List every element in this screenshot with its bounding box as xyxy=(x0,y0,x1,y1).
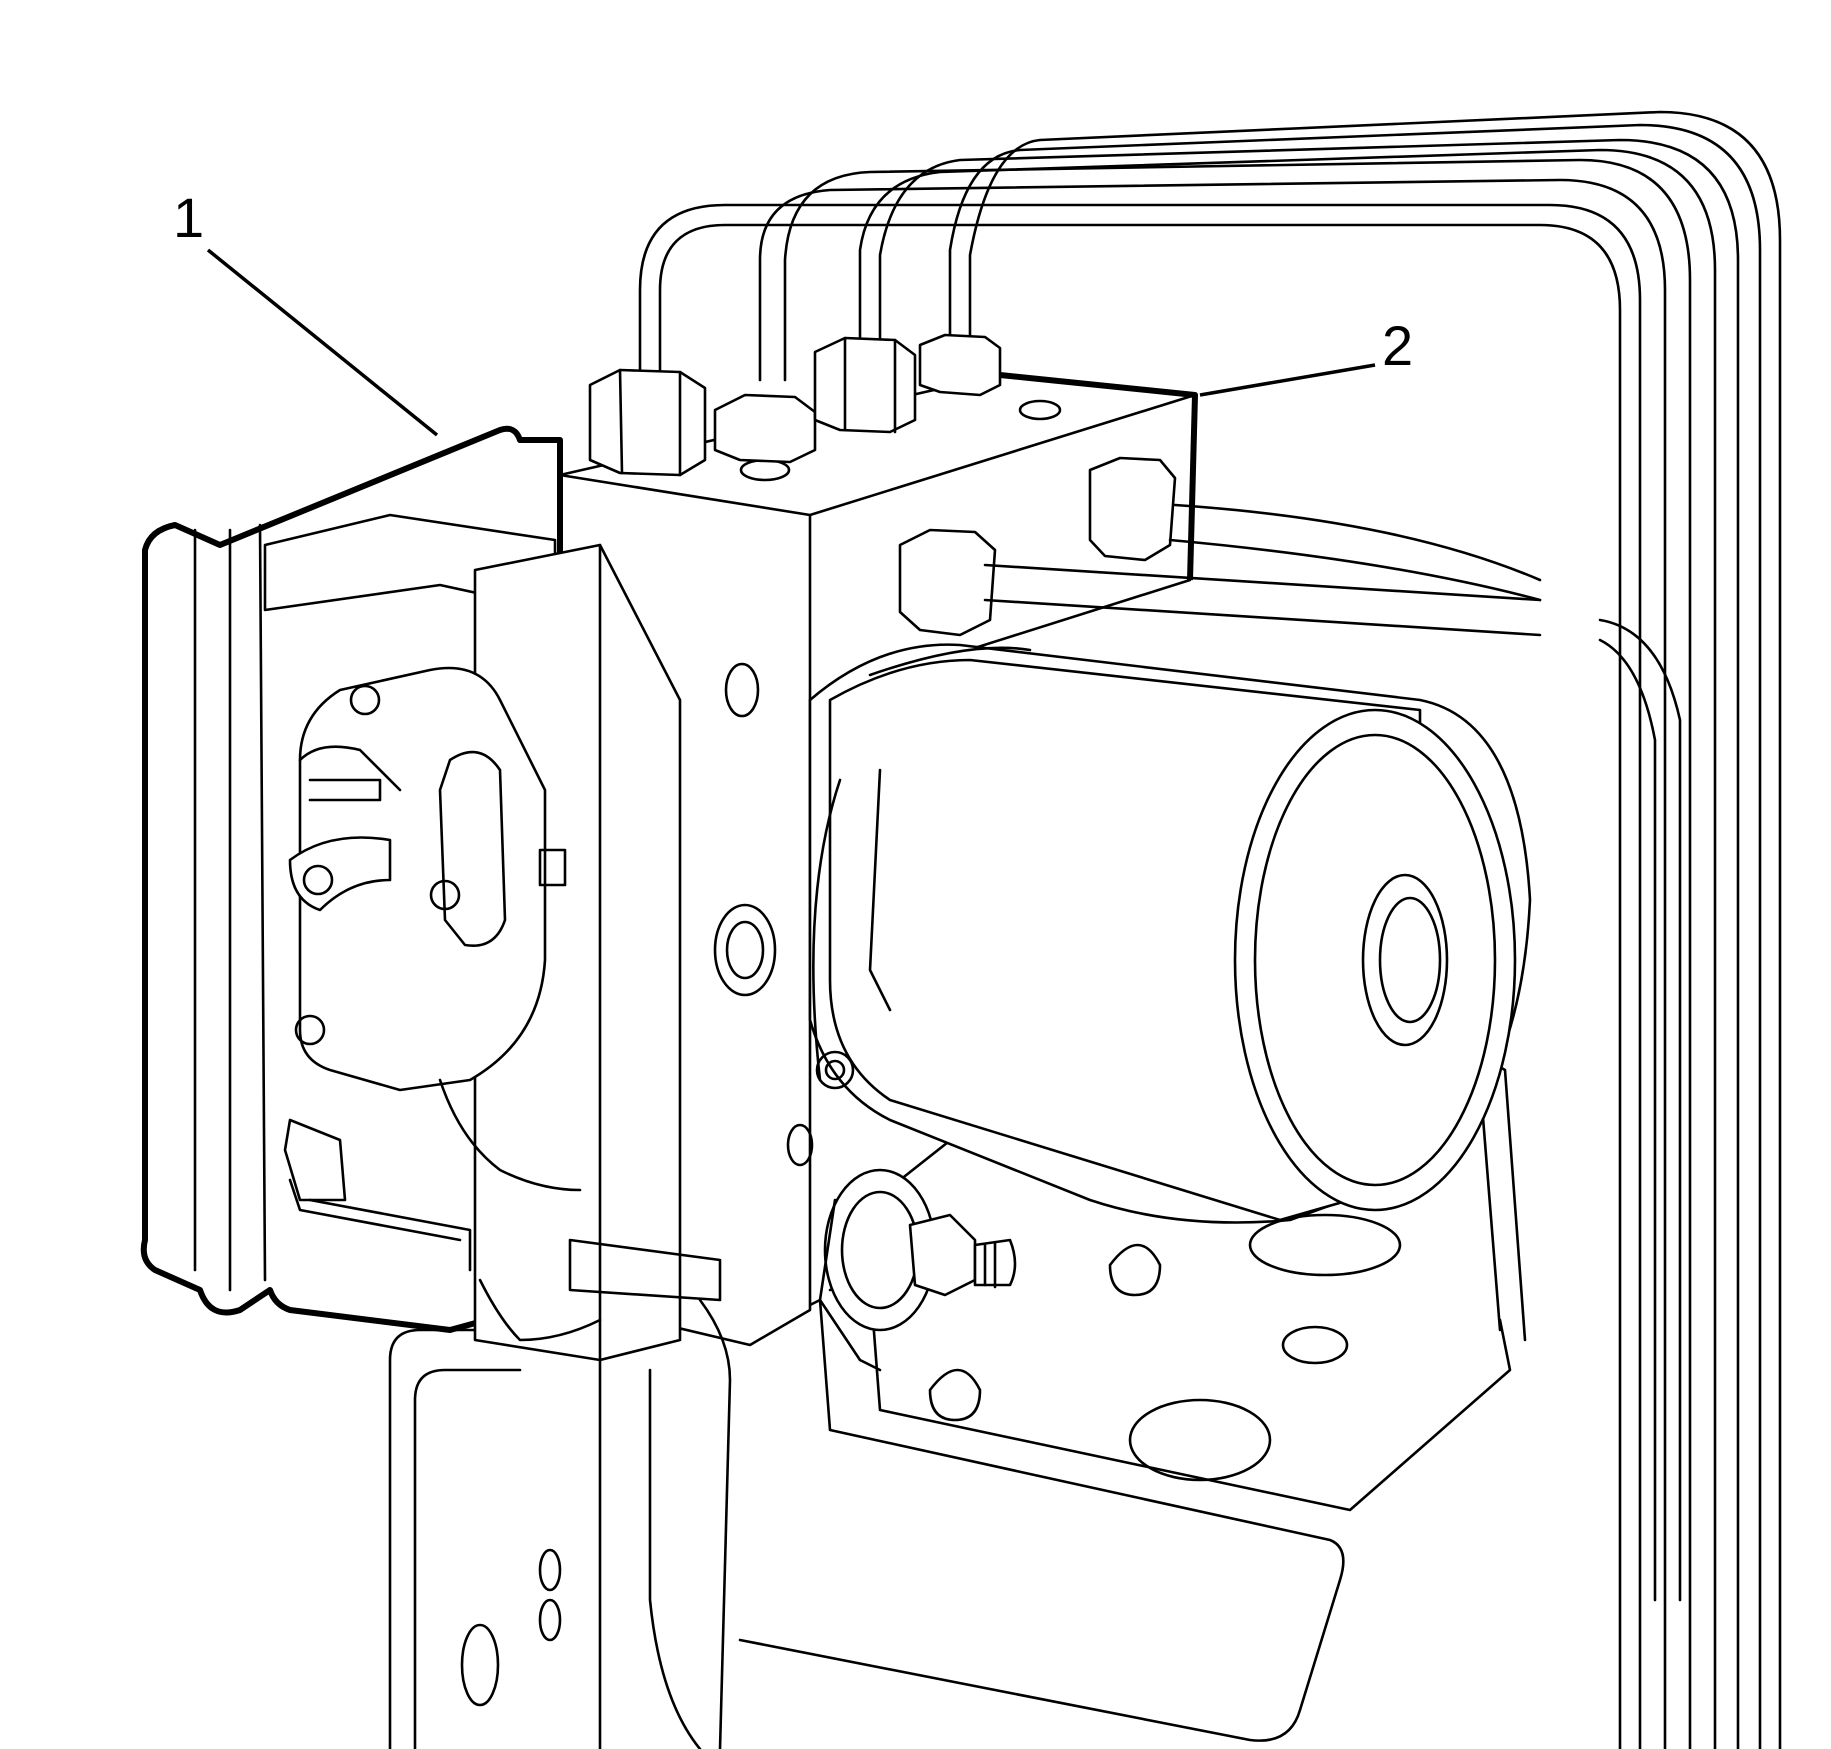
tube-nuts xyxy=(588,333,1542,637)
ground-stud xyxy=(818,1168,1017,1372)
leader-line-2 xyxy=(1199,363,1376,397)
callout-2: 2 xyxy=(1199,314,1413,397)
leader-line-1 xyxy=(206,248,439,437)
wiring-harness xyxy=(438,1078,732,1749)
callout-label-1: 1 xyxy=(173,186,204,249)
callout-label-2: 2 xyxy=(1382,314,1413,377)
control-module xyxy=(140,425,682,1362)
callout-1: 1 xyxy=(173,186,439,437)
pump-motor xyxy=(808,643,1532,1277)
brake-pipe-loops xyxy=(638,110,1782,1749)
